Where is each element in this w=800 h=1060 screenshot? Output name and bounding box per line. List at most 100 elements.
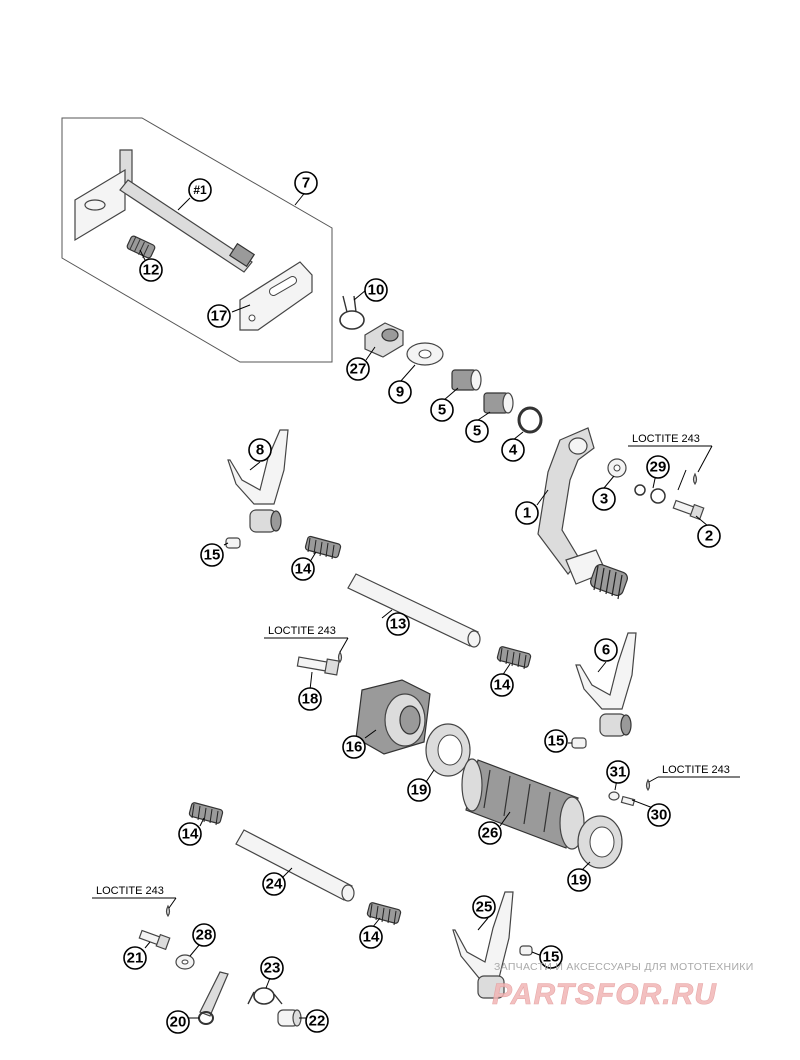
callout-17: 17: [207, 304, 231, 328]
callout-15a: 15: [200, 543, 224, 567]
spring-14a: [304, 535, 342, 560]
roller-22: [277, 1009, 302, 1027]
svg-text:9: 9: [396, 384, 404, 401]
svg-text:14: 14: [494, 677, 511, 694]
callout-10: 10: [364, 278, 388, 302]
callout-30: 30: [647, 803, 671, 827]
svg-text:20: 20: [170, 1014, 187, 1031]
clip-10: [339, 295, 365, 330]
svg-text:7: 7: [302, 175, 310, 192]
svg-text:26: 26: [482, 825, 499, 842]
bolt-21: [138, 904, 171, 951]
svg-text:#1: #1: [193, 183, 207, 197]
shift-lever-20: [198, 971, 229, 1025]
callout-15b: 15: [544, 729, 568, 753]
pin-15c: [519, 945, 533, 956]
svg-text:LOCTITE 243: LOCTITE 243: [662, 764, 730, 776]
callout-25: 25: [472, 895, 496, 919]
callout-5a: 5: [430, 398, 454, 422]
callout-20: 20: [166, 1010, 190, 1034]
svg-text:15: 15: [543, 949, 560, 966]
needle-bearing-5b: [483, 392, 514, 414]
callout-28: 28: [192, 923, 216, 947]
svg-text:LOCTITE 243: LOCTITE 243: [96, 885, 164, 897]
washer-28: [175, 954, 195, 970]
svg-text:1: 1: [523, 505, 531, 522]
callout-12: 12: [139, 258, 163, 282]
bearing-19b: [577, 815, 623, 869]
shift-drum-26: [461, 758, 585, 850]
svg-text:29: 29: [650, 459, 667, 476]
needle-bearing-5a: [451, 369, 482, 391]
callout-6: 6: [594, 638, 618, 662]
callout-26: 26: [478, 821, 502, 845]
svg-text:28: 28: [196, 927, 213, 944]
bolt-18: [296, 650, 343, 676]
svg-text:15: 15: [204, 547, 221, 564]
plate-17: [239, 261, 313, 331]
washer-3: [607, 458, 627, 478]
loctite-label-2: LOCTITE 243: [264, 625, 349, 653]
callout-1: 1: [515, 501, 539, 525]
callout-19b: 19: [567, 868, 591, 892]
washer-31: [608, 791, 620, 801]
shift-fork-6: [575, 632, 637, 737]
pin-15b: [571, 737, 587, 749]
svg-text:15: 15: [548, 733, 565, 750]
spring-14c: [188, 802, 224, 826]
svg-text:14: 14: [295, 561, 312, 578]
callout-19a: 19: [407, 778, 431, 802]
svg-text:17: 17: [211, 308, 228, 325]
svg-text:14: 14: [182, 826, 199, 843]
svg-text:25: 25: [476, 899, 493, 916]
svg-text:2: 2: [705, 528, 713, 545]
callout-31: 31: [606, 760, 630, 784]
svg-text:LOCTITE 243: LOCTITE 243: [268, 625, 336, 637]
callout-13: 13: [386, 612, 410, 636]
shift-fork-25: [452, 891, 514, 999]
callout-18: 18: [298, 687, 322, 711]
subassembly-7-box: [61, 117, 333, 363]
callout-27: 27: [346, 357, 370, 381]
svg-text:LOCTITE 243: LOCTITE 243: [632, 433, 700, 445]
shift-shaft: [74, 149, 256, 273]
callout-3: 3: [592, 487, 616, 511]
callout-14d: 14: [359, 925, 383, 949]
svg-text:19: 19: [571, 872, 588, 889]
loctite-label-3: LOCTITE 243: [648, 764, 740, 783]
shift-fork-8: [227, 429, 289, 533]
lock-washer-29: [634, 484, 666, 504]
svg-text:27: 27: [350, 361, 367, 378]
callout-hash1: #1: [188, 178, 212, 202]
svg-text:30: 30: [651, 807, 668, 824]
shift-drum-locating-16: [355, 679, 431, 755]
loctite-label-1: LOCTITE 243: [628, 433, 713, 473]
spring-14b: [496, 646, 532, 670]
callout-16: 16: [342, 735, 366, 759]
callout-15c: 15: [539, 945, 563, 969]
callout-8: 8: [248, 438, 272, 462]
bushing-27: [364, 322, 404, 358]
svg-text:5: 5: [473, 423, 481, 440]
watermark: ЗАПЧАСТИ И АКСЕССУАРЫ ДЛЯ МОТОТЕХНИКИ PA…: [492, 961, 754, 1011]
callout-7: 7: [294, 171, 318, 195]
spring-12: [126, 235, 156, 259]
svg-text:22: 22: [309, 1013, 326, 1030]
callout-2: 2: [697, 524, 721, 548]
callout-14b: 14: [490, 673, 514, 697]
callout-21: 21: [123, 946, 147, 970]
screw-30: [620, 778, 651, 807]
spring-14d: [366, 902, 402, 926]
callout-14a: 14: [291, 557, 315, 581]
svg-text:24: 24: [266, 876, 283, 893]
svg-text:18: 18: [302, 691, 319, 708]
svg-text:21: 21: [127, 950, 144, 967]
bolt-2: [672, 472, 705, 521]
pin-15a: [225, 537, 241, 549]
seal-ring-4: [517, 406, 543, 434]
svg-text:31: 31: [610, 764, 627, 781]
shift-lever-1: [537, 427, 628, 600]
callout-29: 29: [646, 455, 670, 479]
